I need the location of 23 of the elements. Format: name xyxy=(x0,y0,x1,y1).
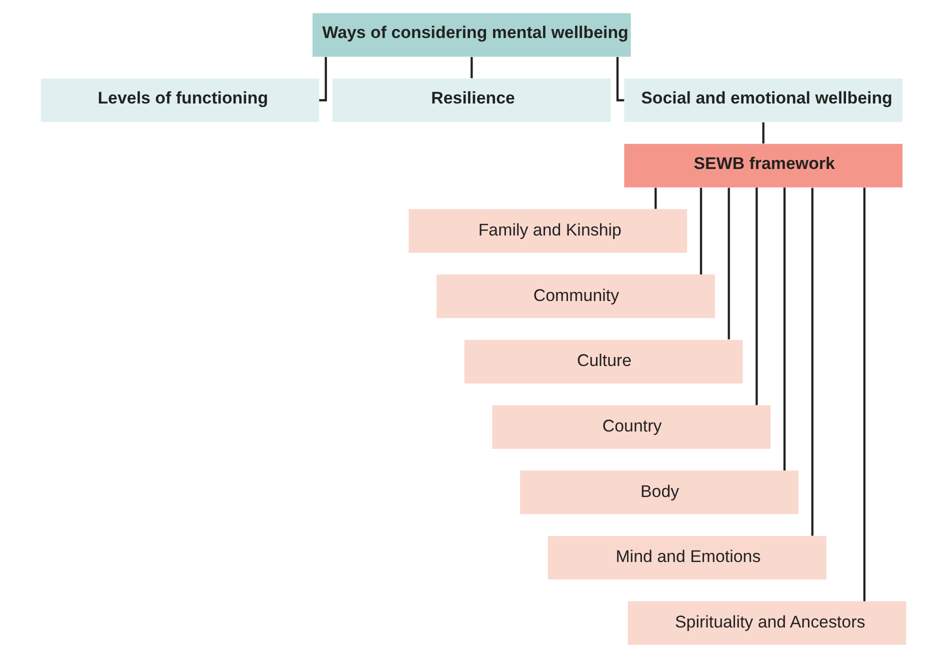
connector xyxy=(862,188,865,602)
connector xyxy=(654,188,656,209)
connector xyxy=(727,188,730,340)
node-box: Social and emotional wellbeing xyxy=(624,78,902,122)
node-box: Family and Kinship xyxy=(408,209,687,253)
node-box: Mind and Emotions xyxy=(547,536,826,580)
node-box: Levels of functioning xyxy=(40,78,319,122)
node-box: Spirituality and Ancestors xyxy=(627,601,906,645)
connector xyxy=(699,188,702,274)
connector xyxy=(810,188,813,536)
node-box: Culture xyxy=(464,340,742,384)
node-box: Country xyxy=(492,405,770,449)
node-box: Ways of considering mental wellbeing xyxy=(312,13,630,57)
connector xyxy=(762,122,764,144)
connector xyxy=(755,187,758,406)
node-box: Body xyxy=(520,470,798,514)
node-box: Community xyxy=(436,274,714,318)
connector xyxy=(470,57,472,78)
node-box: SEWB framework xyxy=(624,144,902,188)
node-box: Resilience xyxy=(332,78,610,122)
connector xyxy=(616,57,624,102)
connector xyxy=(782,188,786,471)
connector xyxy=(318,57,326,102)
